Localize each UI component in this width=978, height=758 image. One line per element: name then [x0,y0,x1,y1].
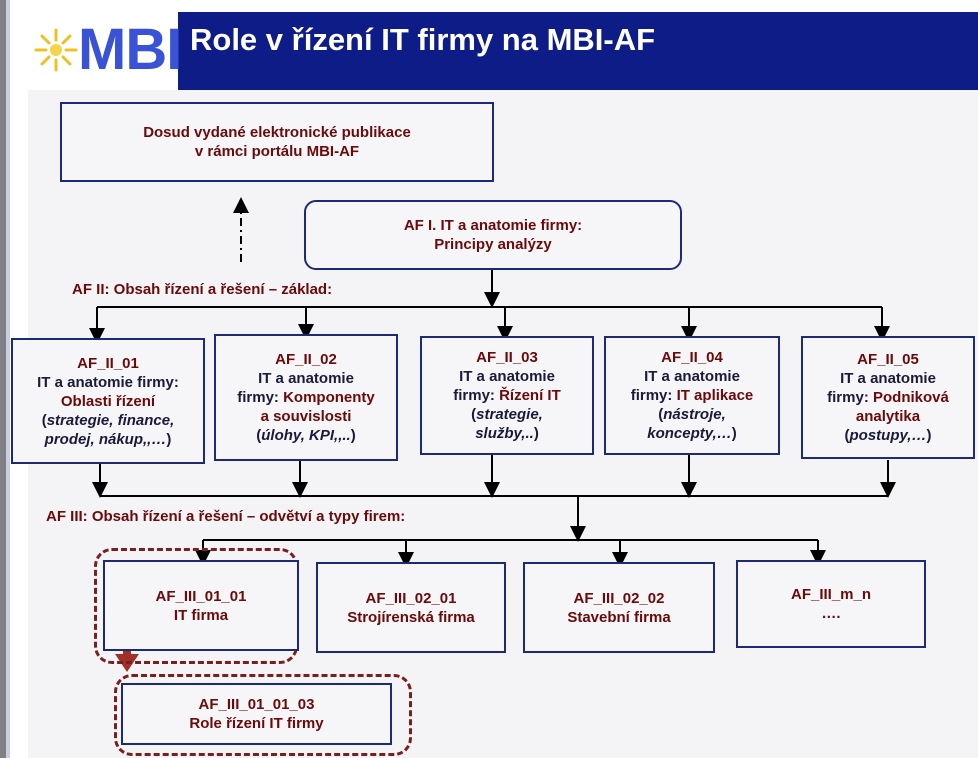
af2-03-line2: firmy: Řízení IT [453,387,561,404]
section-af3-label: AF III: Obsah řízení a řešení – odvětví … [46,508,406,525]
af2-02-line1: IT a anatomie [258,370,354,387]
af2-05-line1: IT a anatomie [840,370,936,387]
af3-box-it-firma: AF_III_01_01 IT firma [103,560,299,651]
af2-02-line4: (úlohy, KPI,,..) [256,427,356,444]
af1-line1: AF I. IT a anatomie firmy: [403,217,583,234]
af2-01-code: AF_II_01 [77,354,139,372]
af3-box-strojirenska: AF_III_02_01 Strojírenská firma [316,562,506,653]
af2-01-line2: Oblasti řízení [60,392,156,410]
sun-icon [34,28,78,72]
af3-02-code: AF_III_02_01 [365,589,457,607]
af2-03-line1: IT a anatomie [459,368,555,385]
publications-box: Dosud vydané elektronické publikace v rá… [60,102,494,182]
af2-04-line2: firmy: IT aplikace [630,387,754,404]
af3-box-m-n: AF_III_m_n …. [736,560,926,648]
logo-text: MBI [78,17,182,82]
af3-box-stavebni: AF_III_02_02 Stavební firma [523,562,715,653]
af1-box: AF I. IT a anatomie firmy: Principy anal… [304,200,682,270]
af3-03-name: Stavební firma [567,608,671,626]
af2-05-line2: firmy: Podniková [827,389,949,406]
role-box: AF_III_01_01_03 Role řízení IT firmy [121,683,392,745]
left-edge-bar-light [6,0,10,758]
af2-04-line3: (nástroje, [658,406,726,423]
af2-03-code: AF_II_03 [476,349,538,366]
af2-04-line4: koncepty,…) [647,425,737,442]
af2-02-code: AF_II_02 [275,351,337,368]
af2-01-line4: prodej, nákup,,…) [44,430,172,448]
af2-box-04: AF_II_04 IT a anatomie firmy: IT aplikac… [604,336,780,455]
af2-box-05: AF_II_05 IT a anatomie firmy: Podniková … [801,336,975,459]
af3-03-code: AF_III_02_02 [573,589,665,607]
publications-line2: v rámci portálu MBI-AF [194,143,360,160]
role-name: Role řízení IT firmy [189,715,324,732]
af3-01-code: AF_III_01_01 [155,587,247,605]
af2-box-03: AF_II_03 IT a anatomie firmy: Řízení IT … [420,336,594,455]
af2-03-line3: (strategie, [471,406,543,423]
af2-box-02: AF_II_02 IT a anatomie firmy: Komponenty… [214,334,398,461]
section-af2-label: AF II: Obsah řízení a řešení – základ: [72,281,333,298]
af3-04-name: …. [821,605,841,622]
af2-01-line1: IT a anatomie firmy: [37,373,179,391]
highlight-outline-role [114,674,412,756]
af2-05-line3: analytika [855,408,921,425]
role-code: AF_III_01_01_03 [198,696,315,713]
af2-04-code: AF_II_04 [661,349,723,366]
header-bar [28,12,978,90]
af2-02-line2: firmy: Komponenty [237,389,375,406]
af2-05-line4: (postupy,…) [844,427,932,444]
page-title: Role v řízení IT firmy na MBI-AF [190,22,656,57]
af2-03-line4: služby,..) [475,425,539,442]
af2-box-01: AF_II_01 IT a anatomie firmy: Oblasti ří… [11,338,205,464]
af2-02-line3: a souvislosti [260,408,352,425]
af2-01-line3: (strategie, finance, [41,411,175,429]
left-edge-bar [0,0,6,758]
publications-line1: Dosud vydané elektronické publikace [143,124,411,141]
af2-05-code: AF_II_05 [857,351,919,368]
af3-04-code: AF_III_m_n [790,586,872,603]
af3-01-name: IT firma [173,606,229,624]
af3-02-name: Strojírenská firma [347,608,475,626]
mbi-logo: MBI [28,12,182,90]
af1-line2: Principy analýzy [434,236,552,253]
af2-04-line1: IT a anatomie [644,368,740,385]
